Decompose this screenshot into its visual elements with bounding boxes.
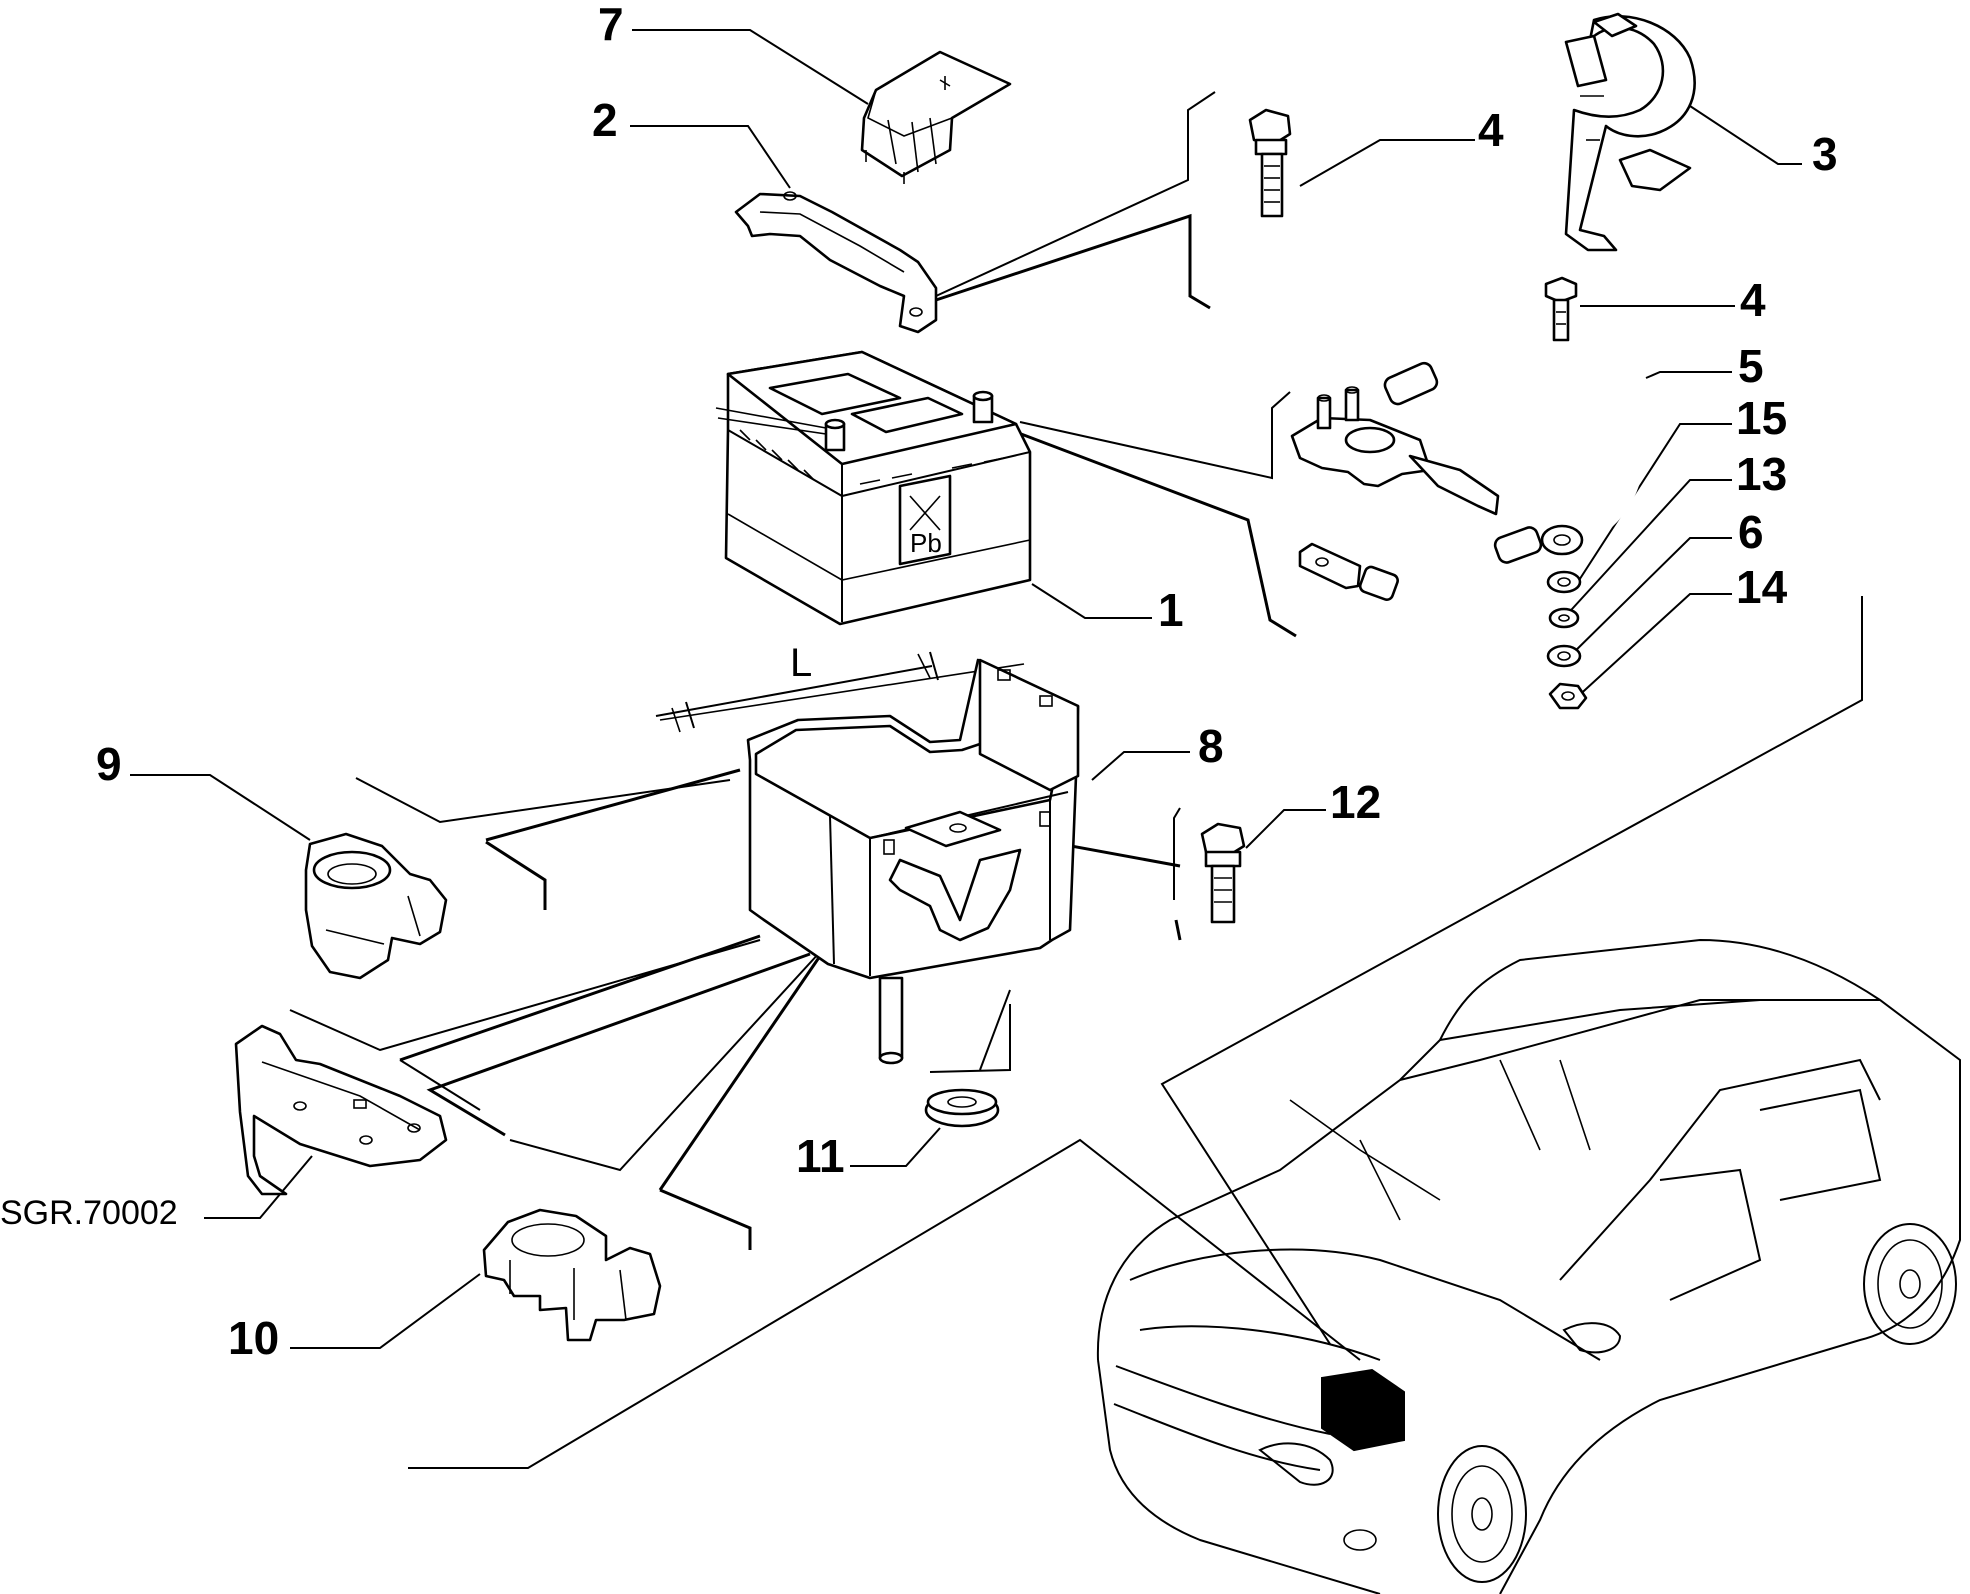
callout-9: 9	[96, 738, 122, 790]
part-cable-clamp	[1564, 12, 1696, 252]
callout-10: 10	[228, 1312, 279, 1364]
callout-8: 8	[1198, 720, 1224, 772]
part-battery-cable	[1290, 361, 1645, 601]
part-battery: Pb	[715, 350, 1032, 626]
callout-5: 5	[1738, 340, 1764, 392]
part-washer-15	[1546, 570, 1582, 594]
part-grommet	[924, 1088, 1000, 1128]
part-terminal-cover	[860, 50, 1012, 184]
part-battery-tray	[746, 658, 1080, 1065]
dimension-l	[655, 651, 939, 729]
callout-4-cable: 4	[1740, 274, 1766, 326]
part-clip-9	[304, 832, 448, 980]
part-bolt-cable	[1544, 276, 1578, 342]
callout-6: 6	[1738, 506, 1764, 558]
callout-3: 3	[1812, 128, 1838, 180]
reference-code: SGR.70002	[0, 1194, 178, 1232]
vehicle-outline	[1096, 938, 1961, 1594]
part-clip-10	[482, 1208, 662, 1342]
callout-11: 11	[796, 1130, 845, 1182]
svg-text:Pb: Pb	[910, 528, 942, 558]
callout-14: 14	[1736, 561, 1788, 613]
callout-13: 13	[1736, 448, 1787, 500]
callout-12: 12	[1330, 776, 1381, 828]
callout-15: 15	[1736, 392, 1787, 444]
leader-lines	[130, 29, 1802, 1349]
callout-7: 7	[598, 0, 624, 50]
part-washer-13	[1548, 607, 1580, 629]
callout-4-top: 4	[1478, 104, 1504, 156]
callout-2: 2	[592, 94, 618, 146]
part-bolt-12	[1200, 822, 1246, 924]
part-hold-down-bracket	[734, 191, 938, 334]
dimension-label: L	[790, 641, 812, 685]
battery-location-marker	[1321, 1368, 1405, 1452]
assembly-lines	[289, 91, 1863, 1469]
part-washer-6	[1546, 644, 1582, 668]
part-nut-14	[1548, 682, 1588, 710]
part-bracket-sgr	[234, 1024, 448, 1196]
callout-1: 1	[1158, 584, 1184, 636]
part-bolt-top	[1248, 108, 1292, 218]
